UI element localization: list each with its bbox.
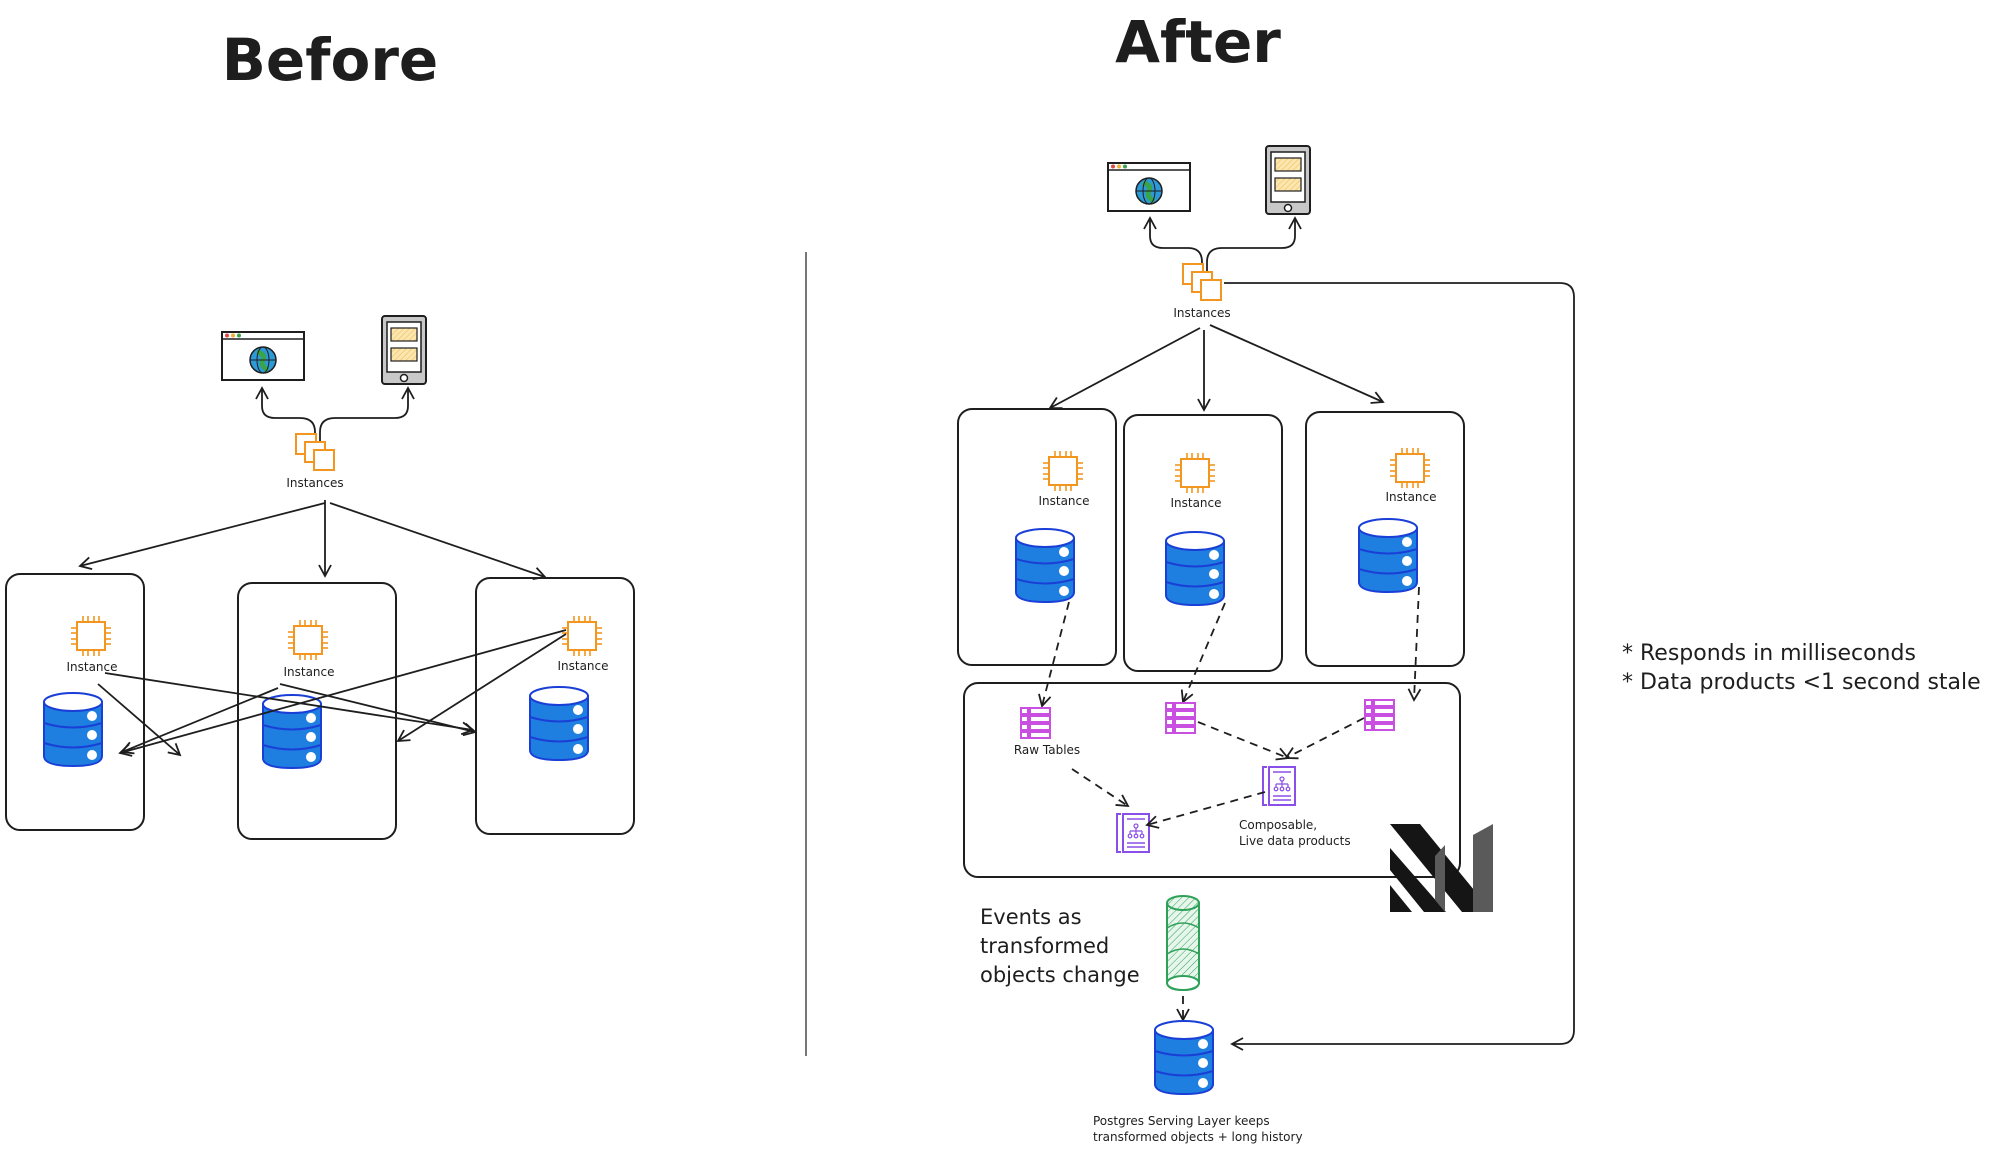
cross-arrow <box>97 683 182 757</box>
data-product-icon <box>1116 813 1150 853</box>
raw-table-icon <box>1020 707 1051 739</box>
web-browser-icon <box>222 332 304 380</box>
events-label-line2: transformed <box>980 934 1109 958</box>
data-products-label-line2: Live data products <box>1239 834 1351 848</box>
materialize-logo-icon <box>1390 824 1493 912</box>
data-products-label-line1: Composable, <box>1239 818 1317 832</box>
database-icon <box>1165 531 1225 606</box>
database-icon <box>529 686 589 761</box>
instance-chip-icon <box>70 615 112 657</box>
raw-table-icon <box>1364 699 1395 731</box>
raw-tables-label: Raw Tables <box>1014 743 1080 757</box>
after-node-2 <box>1123 414 1283 672</box>
after-node-2-label: Instance <box>1170 496 1221 510</box>
before-node-2 <box>237 582 397 840</box>
before-node-1 <box>5 573 145 831</box>
transform-arrow <box>1284 717 1365 760</box>
web-browser-icon <box>1108 163 1190 211</box>
arrow-instances-to-browser <box>255 386 316 445</box>
postgres-label-line2: transformed objects + long history <box>1093 1130 1303 1144</box>
database-icon <box>43 692 103 767</box>
cross-arrow <box>396 633 567 743</box>
before-instances-label: Instances <box>286 476 343 490</box>
instances-icon <box>295 433 335 471</box>
mobile-phone-icon <box>1265 145 1311 215</box>
cross-arrow <box>118 629 567 757</box>
raw-table-icon <box>1165 702 1196 734</box>
before-node-3 <box>475 577 635 835</box>
note-response-time: * Responds in milliseconds <box>1622 641 1916 666</box>
cross-arrow <box>279 683 477 737</box>
arrow-to-node-1 <box>1048 327 1201 410</box>
database-icon <box>1015 528 1075 603</box>
after-instances-label: Instances <box>1173 306 1230 320</box>
events-label-line3: objects change <box>980 963 1140 987</box>
arrow-to-node-1 <box>78 502 326 570</box>
instance-chip-icon <box>1389 447 1431 489</box>
after-title: After <box>1115 8 1281 76</box>
arrow-instances-to-phone <box>1206 216 1302 277</box>
postgres-label-line1: Postgres Serving Layer keeps <box>1093 1114 1270 1128</box>
arrow-instances-to-phone <box>319 386 415 445</box>
arrow-to-node-3 <box>1209 324 1385 404</box>
instance-chip-icon <box>1042 450 1084 492</box>
note-staleness: * Data products <1 second stale <box>1622 670 1981 695</box>
instance-chip-icon <box>561 615 603 657</box>
before-node-3-label: Instance <box>557 659 608 673</box>
data-product-icon <box>1262 766 1296 806</box>
instance-chip-icon <box>287 619 329 661</box>
materialize-region <box>963 682 1461 878</box>
transform-arrow <box>1145 791 1266 829</box>
instances-icon <box>1182 263 1222 301</box>
postgres-database-icon <box>1154 1020 1214 1095</box>
transform-arrow <box>1071 768 1130 808</box>
event-stream-icon <box>1166 895 1200 992</box>
before-title: Before <box>222 26 439 94</box>
before-node-2-label: Instance <box>283 665 334 679</box>
mobile-phone-icon <box>381 315 427 385</box>
after-node-3-label: Instance <box>1385 490 1436 504</box>
cdc-arrow <box>1038 601 1070 708</box>
after-node-1-label: Instance <box>1038 494 1089 508</box>
transform-arrow <box>1197 721 1290 761</box>
cdc-arrow <box>1180 602 1226 704</box>
after-node-1 <box>957 408 1117 666</box>
cross-arrow <box>120 687 279 755</box>
arrow-instances-to-postgres <box>1224 282 1575 1051</box>
cross-arrow <box>104 672 475 736</box>
events-label-line1: Events as <box>980 905 1082 929</box>
arrow-instances-to-browser <box>1143 216 1203 277</box>
database-icon <box>1358 518 1418 593</box>
arrow-to-node-3 <box>329 502 547 580</box>
before-node-1-label: Instance <box>66 660 117 674</box>
cdc-arrow <box>1407 586 1422 702</box>
instance-chip-icon <box>1174 452 1216 494</box>
after-node-3 <box>1305 411 1465 667</box>
